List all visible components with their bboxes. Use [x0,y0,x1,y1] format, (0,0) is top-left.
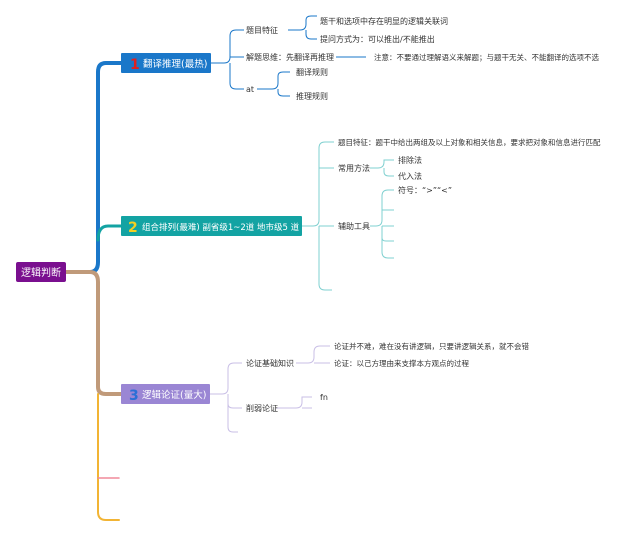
branch-2-connectors [302,141,394,291]
branch-1-child-3-item-1[interactable]: 翻译规则 [296,67,328,77]
root-node[interactable]: 逻辑判断 [16,262,66,282]
branch-1-child-2-label[interactable]: 解题思维：先翻译再推理 [246,52,334,62]
branch-1-child-1-item-1[interactable]: 题干和选项中存在明显的逻辑关联词 [320,16,448,26]
branch-3-child-1-item-1[interactable]: 论证并不难，难在没有讲逻辑，只要讲逻辑关系，就不会错 [334,341,529,351]
branch-1-child-3-label[interactable]: at [246,85,254,94]
branch-3-child-2-item-1[interactable]: fn [320,393,328,402]
branch-3-child-1-label[interactable]: 论证基础知识 [246,358,294,368]
branch-1-title: 翻译推理(最热) [143,58,207,70]
branch-2-title: 组合排列(最难) 副省级1~2道 地市级5 道 [142,222,300,233]
branch-2-child-3-label[interactable]: 辅助工具 [338,221,370,231]
branch-2-child-2-item-2[interactable]: 代入法 [398,171,422,181]
branch-1-connectors [211,15,366,97]
branch-3: 3 逻辑论证(量大) 论证基础知识 论证并不难，难在没有讲逻辑，只要讲逻辑关系，… [121,341,529,433]
root-label: 逻辑判断 [21,266,61,279]
branch-2-number: 2 [128,220,138,236]
branch-3-child-1-item-2[interactable]: 论证：以己方理由来支撑本方观点的过程 [334,358,469,368]
branch-1-number: 1 [130,57,140,73]
branch-2-child-1-label[interactable]: 题目特征：题干中给出两组及以上对象和相关信息，要求把对象和信息进行匹配 [338,137,601,147]
branch-2-node[interactable]: 2 组合排列(最难) 副省级1~2道 地市级5 道 [121,216,302,236]
branch-3-child-2-label[interactable]: 削弱论证 [246,403,278,413]
branch-2-child-3-item-1[interactable]: 符号：“>”“<” [398,185,452,195]
branch-2: 2 组合排列(最难) 副省级1~2道 地市级5 道 题目特征：题干中给出两组及以… [121,137,601,291]
branch-3-number: 3 [129,388,139,404]
branch-1: 1 翻译推理(最热) 题目特征 题干和选项中存在明显的逻辑关联词 提问方式为：可… [121,15,599,101]
branch-1-child-1-item-2[interactable]: 提问方式为：可以推出/不能推出 [320,34,435,44]
branch-3-title: 逻辑论证(量大) [142,389,206,401]
branch-1-child-1-label[interactable]: 题目特征 [246,25,278,35]
branch-3-connectors [210,345,330,433]
branch-1-child-3-item-2[interactable]: 推理规则 [296,91,328,101]
branch-3-node[interactable]: 3 逻辑论证(量大) [121,384,210,404]
branch-2-child-2-label[interactable]: 常用方法 [338,163,370,173]
branch-1-node[interactable]: 1 翻译推理(最热) [121,53,211,73]
branch-1-child-2-note[interactable]: 注意：不要通过理解语义来解题；与题干无关、不能翻译的选项不选 [374,52,599,62]
root-connectors [64,61,123,521]
branch-2-child-2-item-1[interactable]: 排除法 [398,155,422,165]
